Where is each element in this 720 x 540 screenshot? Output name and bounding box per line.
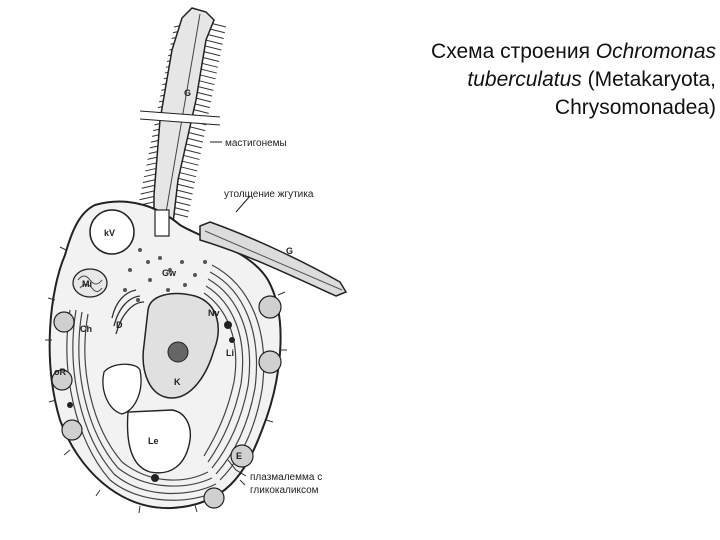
vacuole-left [102, 363, 142, 415]
label-K: K [174, 377, 181, 387]
label-Li: Li [226, 348, 234, 358]
golgi-dictyosome [111, 289, 145, 335]
glycocalyx-spikes [45, 246, 287, 514]
label-plasmalemma-2: гликокаликсом [250, 485, 319, 496]
annotation-leaders [210, 141, 251, 477]
title-part2: (Metakaryota, Chrysomonadea) [554, 68, 716, 119]
nucleolus [167, 341, 189, 363]
ejectosome-dots [67, 321, 235, 482]
basal-body [154, 209, 170, 237]
slide-title: Схема строения Ochromonas tuberculatus (M… [370, 38, 716, 122]
label-Ch: Ch [80, 324, 92, 334]
label-plasmalemma-1: плазмалемма с [250, 472, 322, 483]
label-kV: kV [104, 228, 115, 238]
mitochondrion-cristae [77, 275, 103, 292]
label-G-right: G [286, 246, 293, 256]
label-G-top: G [184, 88, 191, 98]
title-part1: Схема строения [431, 40, 596, 63]
title-genus: Ochromonas [595, 40, 716, 63]
label-Mi: Mi [82, 279, 92, 289]
label-flagellum-swelling: утолщение жгутика [224, 189, 314, 200]
title-species: tuberculatus [467, 68, 582, 91]
golgi-vesicles [123, 248, 207, 307]
label-Gw: Gw [162, 268, 177, 278]
peripheral-vesicles [51, 295, 282, 509]
label-oR: oR [54, 367, 66, 377]
contractile-vacuole [89, 209, 135, 255]
flagellum-break [139, 110, 221, 126]
label-D: D [116, 320, 123, 330]
label-Nv: Nv [208, 308, 220, 318]
label-Le: Le [148, 436, 159, 446]
short-flagellum-axis [204, 230, 343, 291]
label-mastigonemes: мастигонемы [225, 138, 287, 149]
leucosin-vacuole [126, 409, 192, 474]
label-E: E [236, 451, 242, 461]
mitochondrion [72, 268, 108, 298]
short-flagellum [199, 221, 348, 297]
